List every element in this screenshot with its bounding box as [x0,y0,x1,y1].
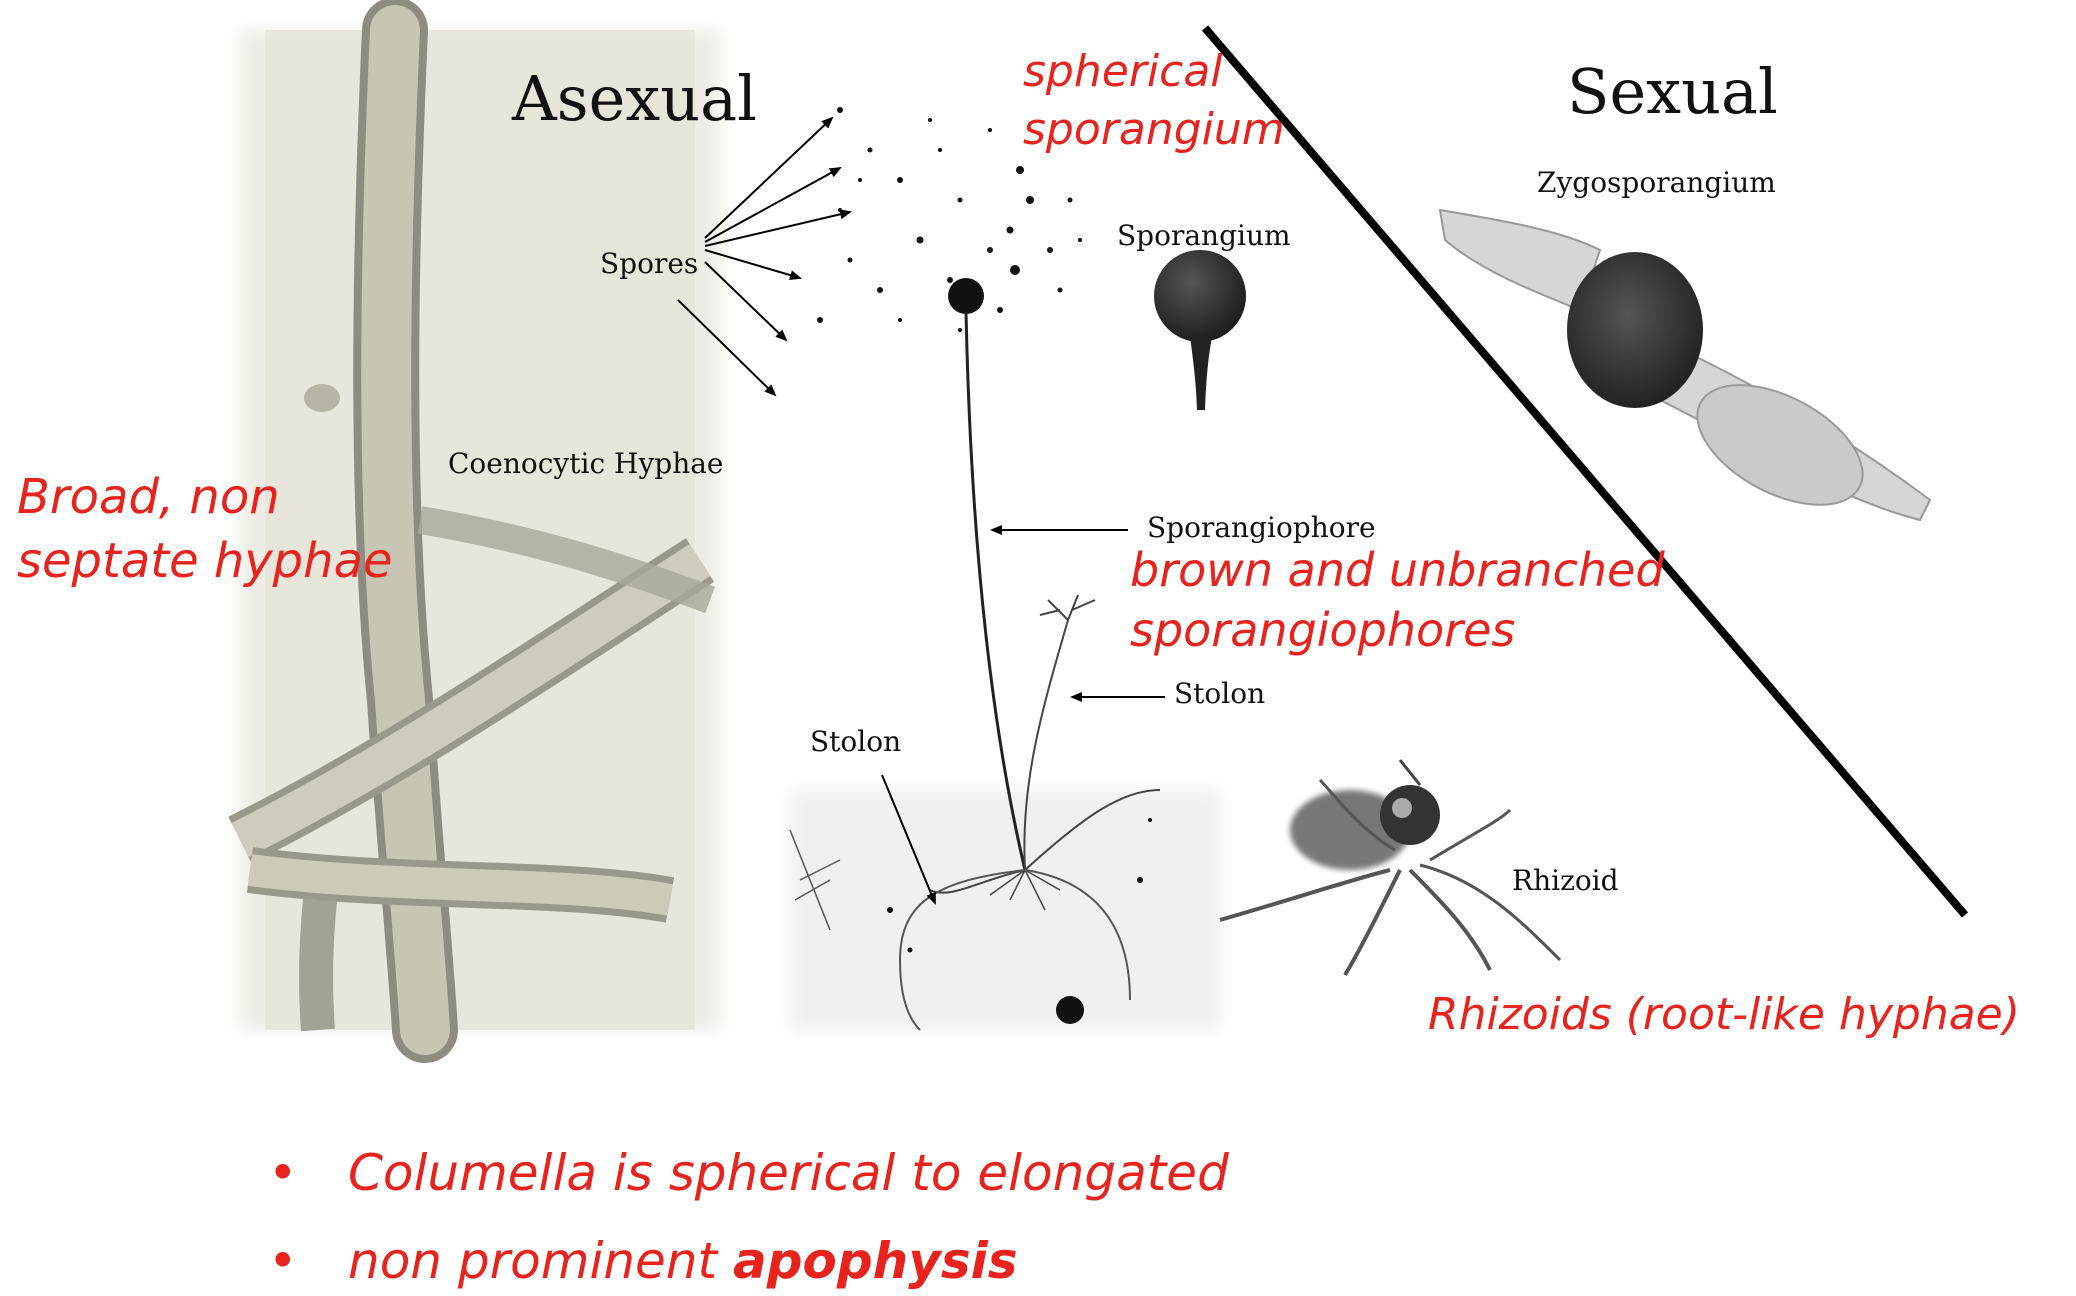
label-rhizoid: Rhizoid [1512,864,1619,897]
bullet-columella: •Columella is spherical to elongated [268,1148,1229,1198]
note-broad-line1: Broad, non [17,469,280,525]
bullet-apophysis-prefix: non prominent [348,1232,733,1290]
note-broad-line2: septate hyphae [17,533,393,589]
label-spores: Spores [600,247,699,280]
note-brown-line2: sporangiophores [1130,603,1516,657]
sporangiophore-drawing [789,107,1220,1031]
note-brown-line1: brown and unbranched [1130,543,1665,597]
label-sporangium: Sporangium [1117,219,1291,252]
bullet-apophysis-bold: apophysis [733,1232,1018,1290]
note-rhizoids: Rhizoids (root-like hyphae) [1428,989,2020,1040]
heading-asexual: Asexual [512,62,757,135]
note-spherical-line1: spherical [1023,46,1223,97]
spore-cloud [817,107,1082,332]
rhizoid-image [1219,759,1562,977]
sporangium-closeup [1154,250,1246,410]
spores-arrows [677,116,852,397]
note-spherical-line2: sporangium [1023,104,1285,155]
bullet-columella-text: Columella is spherical to elongated [348,1144,1229,1202]
label-stolon-right: Stolon [1174,677,1266,710]
label-coenocytic-hyphae: Coenocytic Hyphae [448,447,724,480]
bullet-apophysis: •non prominent apophysis [268,1236,1018,1286]
label-stolon-left: Stolon [810,725,902,758]
heading-sexual: Sexual [1567,55,1778,128]
divider-line [1201,25,1969,918]
hyphae-micrograph [228,0,720,1063]
zygosporangium-image [1438,208,1932,522]
label-sporangiophore: Sporangiophore [1147,511,1376,544]
bullet-marker: • [268,1144,298,1202]
bullet-marker: • [268,1232,298,1290]
stolon-left-arrow [881,774,936,905]
label-zygosporangium: Zygosporangium [1537,166,1776,199]
